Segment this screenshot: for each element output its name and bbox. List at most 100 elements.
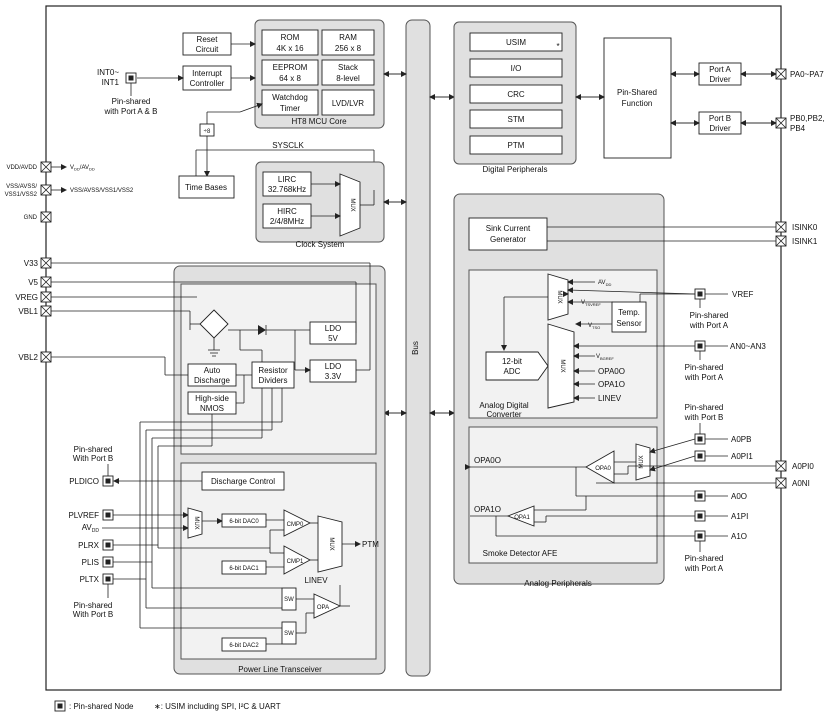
hirc-freq: 2/4/8MHz — [270, 217, 304, 226]
adc-section-title: Analog Digital — [479, 401, 529, 410]
eeprom-title: EEPROM — [273, 63, 308, 72]
cmp0-label: CMP0 — [287, 522, 304, 528]
linev-label: LINEV — [304, 576, 328, 585]
output-mux — [317, 515, 343, 573]
eeprom-block — [261, 59, 319, 86]
an-note-1: Pin-shared — [685, 363, 724, 372]
high-side-title: High-side — [195, 394, 229, 403]
opa-note-b-2: with Port B — [684, 413, 724, 422]
a0ni-pin-label: A0NI — [792, 479, 810, 488]
stack-block — [321, 59, 375, 86]
vref-note-2: with Port A — [689, 321, 729, 330]
stm-label: STM — [508, 115, 525, 124]
lirc-freq: 32.768kHz — [268, 185, 306, 194]
rom-block — [261, 29, 319, 56]
an-note-2: with Port A — [684, 373, 724, 382]
ram-size: 256 x 8 — [335, 44, 362, 53]
ptm-block — [469, 135, 563, 155]
port-a-title: Port A — [709, 65, 731, 74]
high-side-sub: NMOS — [200, 404, 224, 413]
vss-pin — [40, 184, 52, 196]
opa1o-in-label: OPA1O — [598, 380, 625, 389]
opa0-mux — [635, 443, 651, 481]
a0o-pin-label: A0O — [731, 492, 747, 501]
legend-node-text: : Pin-shared Node — [69, 702, 134, 711]
dac2-label: 6-bit DAC2 — [229, 643, 259, 649]
adc-sub: ADC — [504, 367, 521, 376]
vbl2-pin-label: VBL2 — [18, 353, 38, 362]
adc-input-mux — [547, 323, 575, 409]
opa0-amplifier — [585, 450, 615, 484]
plis-pin-label: PLIS — [82, 558, 99, 567]
ldo-5v-title: LDO — [325, 324, 341, 333]
reset-title: Reset — [197, 35, 219, 44]
ptm-output-label: PTM — [362, 540, 379, 549]
rom-size: 4K x 16 — [276, 44, 304, 53]
int-note-2: with Port A & B — [104, 107, 158, 116]
vbl2-pin — [40, 351, 52, 363]
vtsvref-label: VTSVREF — [581, 300, 601, 307]
auto-discharge-sub: Discharge — [194, 376, 231, 385]
a0pi1-pin-label: A0PI1 — [731, 452, 753, 461]
isink1-pin — [775, 235, 787, 247]
clock-system-label: Clock System — [296, 240, 345, 249]
vref-mux — [547, 273, 569, 321]
adc-block — [485, 351, 549, 381]
cmp1-label: CMP1 — [287, 559, 304, 565]
resistor-dividers-sub: Dividers — [259, 376, 288, 385]
smoke-afe-label: Smoke Detector AFE — [483, 549, 558, 558]
vdd-pin-label: VDD/AVDD — [6, 165, 37, 171]
pin-shared-function-block — [603, 37, 672, 159]
vbgref-label: VBGREF — [596, 354, 614, 361]
vref-note-1: Pin-shared — [690, 311, 729, 320]
a0pi0-pin-label: A0PI0 — [792, 462, 814, 471]
eeprom-size: 64 x 8 — [279, 74, 301, 83]
isink1-pin-label: ISINK1 — [792, 237, 818, 246]
plt-mux-label: MUX — [193, 516, 199, 529]
sw-lower-label: SW — [284, 631, 294, 637]
a-note-1: Pin-shared — [685, 554, 724, 563]
opa0o-in-label: OPA0O — [598, 367, 625, 376]
sink-current-sub: Generator — [490, 235, 526, 244]
int-pin-label-2: INT1 — [102, 78, 120, 87]
a-note-2: with Port A — [684, 564, 724, 573]
a0ni-pin — [775, 477, 787, 489]
opa0-mux-label: MUX — [639, 455, 645, 468]
a0pi0-pin — [775, 460, 787, 472]
pin-shared-function-title: Pin-Shared — [617, 88, 657, 97]
interrupt-sub: Controller — [190, 79, 225, 88]
adc-section-sub: Converter — [486, 410, 521, 419]
port-b-sub: Driver — [709, 124, 731, 133]
digital-peripherals-label: Digital Peripherals — [483, 165, 548, 174]
ram-block — [321, 29, 375, 56]
rom-title: ROM — [281, 33, 300, 42]
usim-block — [469, 32, 563, 52]
pb-pin — [775, 117, 787, 129]
isink0-pin — [775, 221, 787, 233]
cmp0-comparator — [283, 509, 312, 537]
vss-pin-label-1: VSS/AVSS/ — [6, 184, 37, 190]
temp-sensor-title: Temp. — [618, 308, 640, 317]
pltx-pin-label: PLTX — [80, 575, 100, 584]
opa-note-b-1: Pin-shared — [685, 403, 724, 412]
pb-pin-label-1: PB0,PB2, — [790, 114, 825, 123]
io-label: I/O — [511, 64, 522, 73]
vss-out-label: VSS/AVSS/VSS1/VSS2 — [70, 188, 134, 194]
dac0-label: 6-bit DAC0 — [229, 519, 259, 525]
avdd-in-label: AVDD — [598, 280, 611, 287]
an-pin-label: AN0~AN3 — [730, 342, 766, 351]
stack-size: 8-level — [336, 74, 360, 83]
crc-label: CRC — [507, 90, 525, 99]
isink0-pin-label: ISINK0 — [792, 223, 818, 232]
dac0-block — [221, 513, 267, 528]
plt-subsystem — [180, 462, 377, 660]
int-pin-label-1: INT0~ — [97, 68, 119, 77]
lvd-block — [321, 89, 375, 116]
plvref-pin-label: PLVREF — [68, 511, 99, 520]
ldo-33v-sub: 3.3V — [325, 372, 342, 381]
crc-block — [469, 84, 563, 104]
pldico-pin-label: PLDICO — [69, 477, 99, 486]
temp-sensor-sub: Sensor — [616, 319, 642, 328]
vbl1-pin — [40, 305, 52, 317]
sink-current-title: Sink Current — [486, 224, 531, 233]
